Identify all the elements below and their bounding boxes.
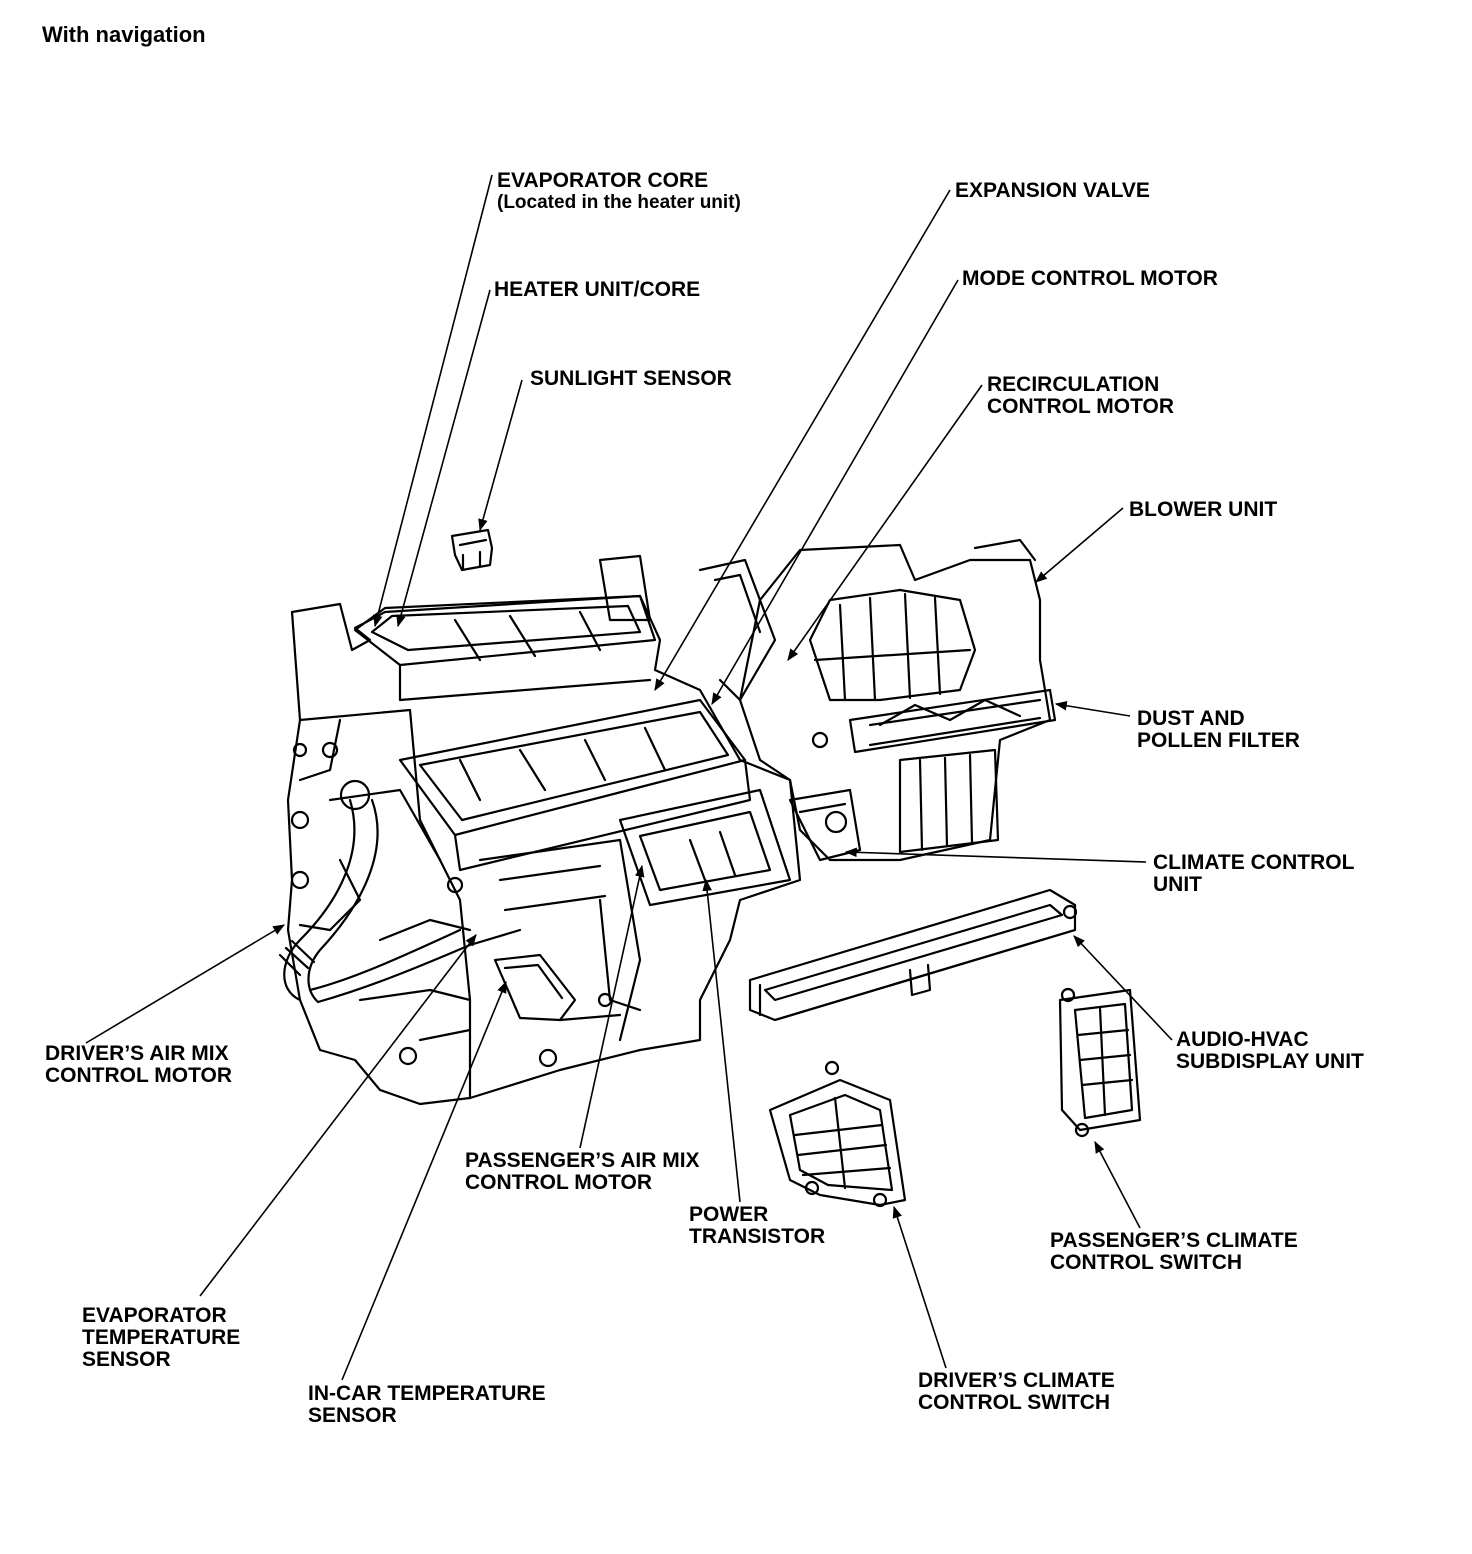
leader-passengers-air-mix [579,864,645,1149]
label-recirculation-line-1: RECIRCULATION [987,373,1160,396]
label-passengers-air-mix-motor: PASSENGER’S AIR MIX CONTROL MOTOR [465,1150,700,1194]
label-heater-unit-core: HEATER UNIT/CORE [494,279,700,301]
label-expansion-valve-line-1: EXPANSION VALVE [955,179,1150,202]
label-evaporator-core-line-1: EVAPORATOR CORE [497,169,709,192]
label-passengers-air-mix-line-2: CONTROL MOTOR [465,1171,653,1194]
label-in-car-temp-line-2: SENSOR [308,1404,397,1427]
leader-mode-control-motor [711,279,959,706]
subdisplay-unit-part [748,888,1078,1022]
label-climate-control-unit: CLIMATE CONTROL UNIT [1153,852,1354,896]
leader-power-transistor [702,878,741,1203]
label-evap-temp-line-3: SENSOR [82,1348,171,1371]
label-recirculation-control-motor: RECIRCULATION CONTROL MOTOR [987,374,1174,418]
blower-unit-housing [738,538,1057,862]
label-passengers-switch-line-2: CONTROL SWITCH [1050,1251,1243,1274]
leader-expansion-valve [654,189,951,692]
label-drivers-air-mix-line-1: DRIVER’S AIR MIX [45,1042,229,1065]
leader-drivers-air-mix [85,924,286,1044]
label-drivers-air-mix-motor: DRIVER’S AIR MIX CONTROL MOTOR [45,1043,232,1087]
in-car-sensor-duct [493,953,577,1022]
label-power-transistor-line-2: TRANSISTOR [689,1225,826,1248]
label-passengers-switch-line-1: PASSENGER’S CLIMATE [1050,1229,1298,1252]
label-evap-temp-line-1: EVAPORATOR [82,1304,227,1327]
label-drivers-switch-line-1: DRIVER’S CLIMATE [918,1369,1115,1392]
label-in-car-temperature-sensor: IN-CAR TEMPERATURE SENSOR [308,1383,546,1427]
passenger-switch-part [1058,987,1142,1138]
leader-sunlight-sensor [478,379,523,532]
climate-control-unit [788,788,862,862]
label-evaporator-core-line-2: (Located in the heater unit) [497,192,741,213]
label-audio-hvac-subdisplay: AUDIO-HVAC SUBDISPLAY UNIT [1176,1029,1364,1073]
label-evaporator-temperature-sensor: EVAPORATOR TEMPERATURE SENSOR [82,1305,240,1371]
leader-in-car-temp-sensor [341,980,507,1381]
label-power-transistor-line-1: POWER [689,1203,769,1226]
label-blower-unit: BLOWER UNIT [1129,499,1277,521]
diagram-heading: With navigation [42,22,206,47]
leader-climate-control-unit [844,847,1147,863]
label-in-car-temp-line-1: IN-CAR TEMPERATURE [308,1382,546,1405]
label-evap-temp-line-2: TEMPERATURE [82,1326,241,1349]
leader-subdisplay-unit [1073,935,1173,1041]
label-drivers-switch-line-2: CONTROL SWITCH [918,1391,1111,1414]
label-power-transistor: POWER TRANSISTOR [689,1204,825,1248]
leader-dust-filter [1054,700,1131,717]
label-dust-pollen-filter: DUST AND POLLEN FILTER [1137,708,1300,752]
label-climate-control-unit-line-2: UNIT [1153,873,1202,896]
leader-heater-unit-core [396,289,491,628]
leader-evaporator-core [373,174,493,628]
label-passengers-climate-switch: PASSENGER’S CLIMATE CONTROL SWITCH [1050,1230,1298,1274]
label-expansion-valve: EXPANSION VALVE [955,180,1150,202]
label-subdisplay-line-2: SUBDISPLAY UNIT [1176,1050,1364,1073]
label-heater-unit-core-line-1: HEATER UNIT/CORE [494,278,701,301]
label-mode-control-motor-line-1: MODE CONTROL MOTOR [962,267,1218,290]
air-mix-deck [398,698,752,872]
leader-passengers-switch [1094,1140,1141,1229]
label-subdisplay-line-1: AUDIO-HVAC [1176,1028,1309,1051]
leader-evaporator-temp-sensor [199,934,477,1297]
label-evaporator-core: EVAPORATOR CORE (Located in the heater u… [497,170,741,214]
label-sunlight-sensor-line-1: SUNLIGHT SENSOR [530,367,732,390]
label-dust-filter-line-1: DUST AND [1137,707,1245,730]
label-climate-control-unit-line-1: CLIMATE CONTROL [1153,851,1355,874]
label-recirculation-line-2: CONTROL MOTOR [987,395,1175,418]
sunlight-sensor-part [450,528,494,572]
label-dust-filter-line-2: POLLEN FILTER [1137,729,1300,752]
leader-recirculation-motor [787,384,983,661]
label-drivers-air-mix-line-2: CONTROL MOTOR [45,1064,233,1087]
label-mode-control-motor: MODE CONTROL MOTOR [962,268,1218,290]
driver-switch-part [768,1060,907,1208]
label-drivers-climate-switch: DRIVER’S CLIMATE CONTROL SWITCH [918,1370,1115,1414]
label-sunlight-sensor: SUNLIGHT SENSOR [530,368,732,390]
label-passengers-air-mix-line-1: PASSENGER’S AIR MIX [465,1149,700,1172]
leader-blower-unit [1035,507,1124,583]
pipes [278,779,522,1004]
leader-drivers-switch [892,1205,947,1369]
label-blower-unit-line-1: BLOWER UNIT [1129,498,1278,521]
